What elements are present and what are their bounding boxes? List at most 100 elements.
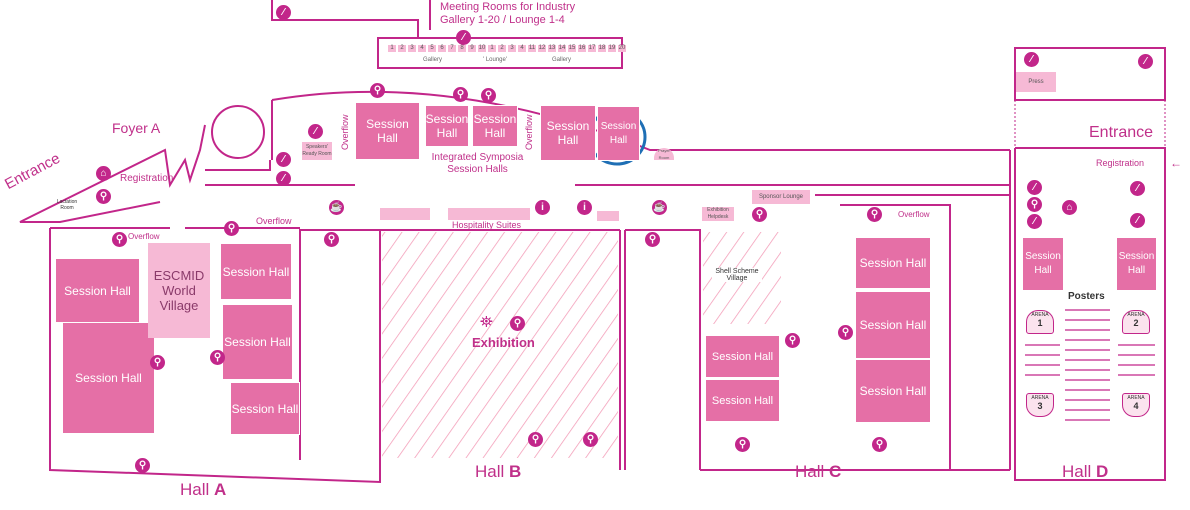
restroom-icon: ⚲ xyxy=(453,87,468,102)
room-number[interactable]: 9 xyxy=(468,45,476,52)
session-hall[interactable]: Session Hall xyxy=(55,258,140,323)
room-number[interactable]: 13 xyxy=(548,45,556,52)
exhibition-helpdesk[interactable]: Exhibition Helpdesk xyxy=(702,207,734,221)
arena-number: 4 xyxy=(1133,401,1139,411)
overflow-label: Overflow xyxy=(524,114,534,150)
integrated-symposia-title: Integrated Symposia Session Halls xyxy=(431,152,524,175)
cafe-icon: ☕ xyxy=(652,200,667,215)
session-hall[interactable]: Session Hall xyxy=(540,105,596,161)
session-hall[interactable]: Session Hall xyxy=(855,291,931,359)
room-number[interactable]: 3 xyxy=(408,45,416,52)
no-entry-icon: ⁄ xyxy=(1130,181,1145,196)
exhibition-label: Exhibition xyxy=(472,335,535,350)
arena-word: ARENA xyxy=(1031,395,1049,401)
hall-word: Hall xyxy=(1062,462,1092,481)
room-number[interactable]: 17 xyxy=(588,45,596,52)
press-room[interactable]: Press xyxy=(1016,72,1056,92)
restroom-icon: ⚲ xyxy=(867,207,882,222)
entrance-label: Entrance xyxy=(1089,124,1154,141)
info-icon: i xyxy=(535,200,550,215)
session-hall[interactable]: Session Hall xyxy=(855,359,931,423)
restroom-icon: ⚲ xyxy=(735,437,750,452)
session-hall[interactable]: Session Hall xyxy=(62,322,155,434)
arena-number: 1 xyxy=(1037,318,1043,328)
hospitality-suites-label: Hospitality Suites xyxy=(452,220,522,230)
room-number[interactable]: 12 xyxy=(538,45,546,52)
room-number[interactable]: 1 xyxy=(488,45,496,52)
arena-number: 2 xyxy=(1133,318,1139,328)
no-entry-icon: ⁄ xyxy=(276,171,291,186)
room-number[interactable]: 7 xyxy=(448,45,456,52)
room-number[interactable]: 2 xyxy=(498,45,506,52)
room-number[interactable]: 3 xyxy=(508,45,516,52)
room-number[interactable]: 20 xyxy=(618,45,626,52)
escmid-world-village[interactable]: ESCMID World Village xyxy=(148,243,210,338)
room-number[interactable]: 4 xyxy=(518,45,526,52)
cloakroom-icon: ⌂ xyxy=(96,166,111,181)
hall-word: Hall xyxy=(180,480,210,499)
session-hall-highlighted[interactable]: Session Hall xyxy=(597,106,640,161)
session-hall[interactable]: Session Hall xyxy=(425,105,469,147)
meeting-rooms-title: Meeting Rooms for Industry xyxy=(440,1,576,13)
overflow-label: Overflow xyxy=(898,210,930,219)
room-number[interactable]: 10 xyxy=(478,45,486,52)
room-number[interactable]: 6 xyxy=(438,45,446,52)
restroom-icon: ⚲ xyxy=(752,207,767,222)
room-number[interactable]: 11 xyxy=(528,45,536,52)
no-entry-icon: ⁄ xyxy=(308,124,323,139)
no-entry-icon: ⁄ xyxy=(276,5,291,20)
lactation-room: Lactation Room xyxy=(56,199,78,211)
restroom-icon: ⚲ xyxy=(528,432,543,447)
session-hall[interactable]: Session Hall xyxy=(355,102,420,160)
session-hall[interactable]: Session Hall xyxy=(855,237,931,289)
room-number[interactable]: 19 xyxy=(608,45,616,52)
session-hall[interactable]: Session Hall xyxy=(705,335,780,378)
no-entry-icon: ⁄ xyxy=(1130,213,1145,228)
foyer-a-title: Foyer A xyxy=(112,120,161,136)
prayer-room[interactable]: Prayer Room xyxy=(654,148,674,160)
room-number[interactable]: 15 xyxy=(568,45,576,52)
gallery-label: Gallery xyxy=(423,57,443,63)
session-hall[interactable]: Session Hall xyxy=(230,382,300,435)
session-hall[interactable]: Session Hall xyxy=(1022,237,1064,291)
session-hall[interactable]: Session Hall xyxy=(1116,237,1157,291)
room-number[interactable]: 16 xyxy=(578,45,586,52)
restroom-icon: ⚲ xyxy=(785,333,800,348)
lounge-label: ' Lounge' xyxy=(483,57,507,63)
session-hall[interactable]: Session Hall xyxy=(220,243,292,300)
cloakroom-icon: ⌂ xyxy=(1062,200,1077,215)
session-hall[interactable]: Session Hall xyxy=(705,379,780,422)
arena-word: ARENA xyxy=(1127,395,1145,401)
registration-label: Registration xyxy=(120,173,174,184)
speakers-ready-room[interactable]: Speakers' Ready Room xyxy=(302,142,332,160)
restroom-icon: ⚲ xyxy=(481,88,496,103)
room-number[interactable]: 5 xyxy=(428,45,436,52)
exhibition-icon: ⛯ xyxy=(480,314,493,331)
restroom-icon: ⚲ xyxy=(210,350,225,365)
hall-b-label: Hall B xyxy=(475,462,521,482)
session-hall[interactable]: Session Hall xyxy=(222,304,293,380)
session-hall[interactable]: Session Hall xyxy=(472,105,518,147)
room-number[interactable]: 4 xyxy=(418,45,426,52)
restroom-icon: ⚲ xyxy=(645,232,660,247)
registration-label: Registration xyxy=(1096,158,1145,168)
room-number[interactable]: 1 xyxy=(388,45,396,52)
restroom-icon: ⚲ xyxy=(583,432,598,447)
arena-word: ARENA xyxy=(1031,312,1049,318)
room-number[interactable]: 8 xyxy=(458,45,466,52)
hall-a-label: Hall A xyxy=(180,480,226,500)
restroom-icon: ⚲ xyxy=(872,437,887,452)
hall-d-label: Hall D xyxy=(1062,462,1108,482)
sponsor-lounge[interactable]: Sponsor Lounge xyxy=(752,190,810,204)
restroom-icon: ⚲ xyxy=(112,232,127,247)
hall-word: Hall xyxy=(475,462,505,481)
room-number[interactable]: 14 xyxy=(558,45,566,52)
room-number[interactable]: 2 xyxy=(398,45,406,52)
room-number[interactable]: 18 xyxy=(598,45,606,52)
